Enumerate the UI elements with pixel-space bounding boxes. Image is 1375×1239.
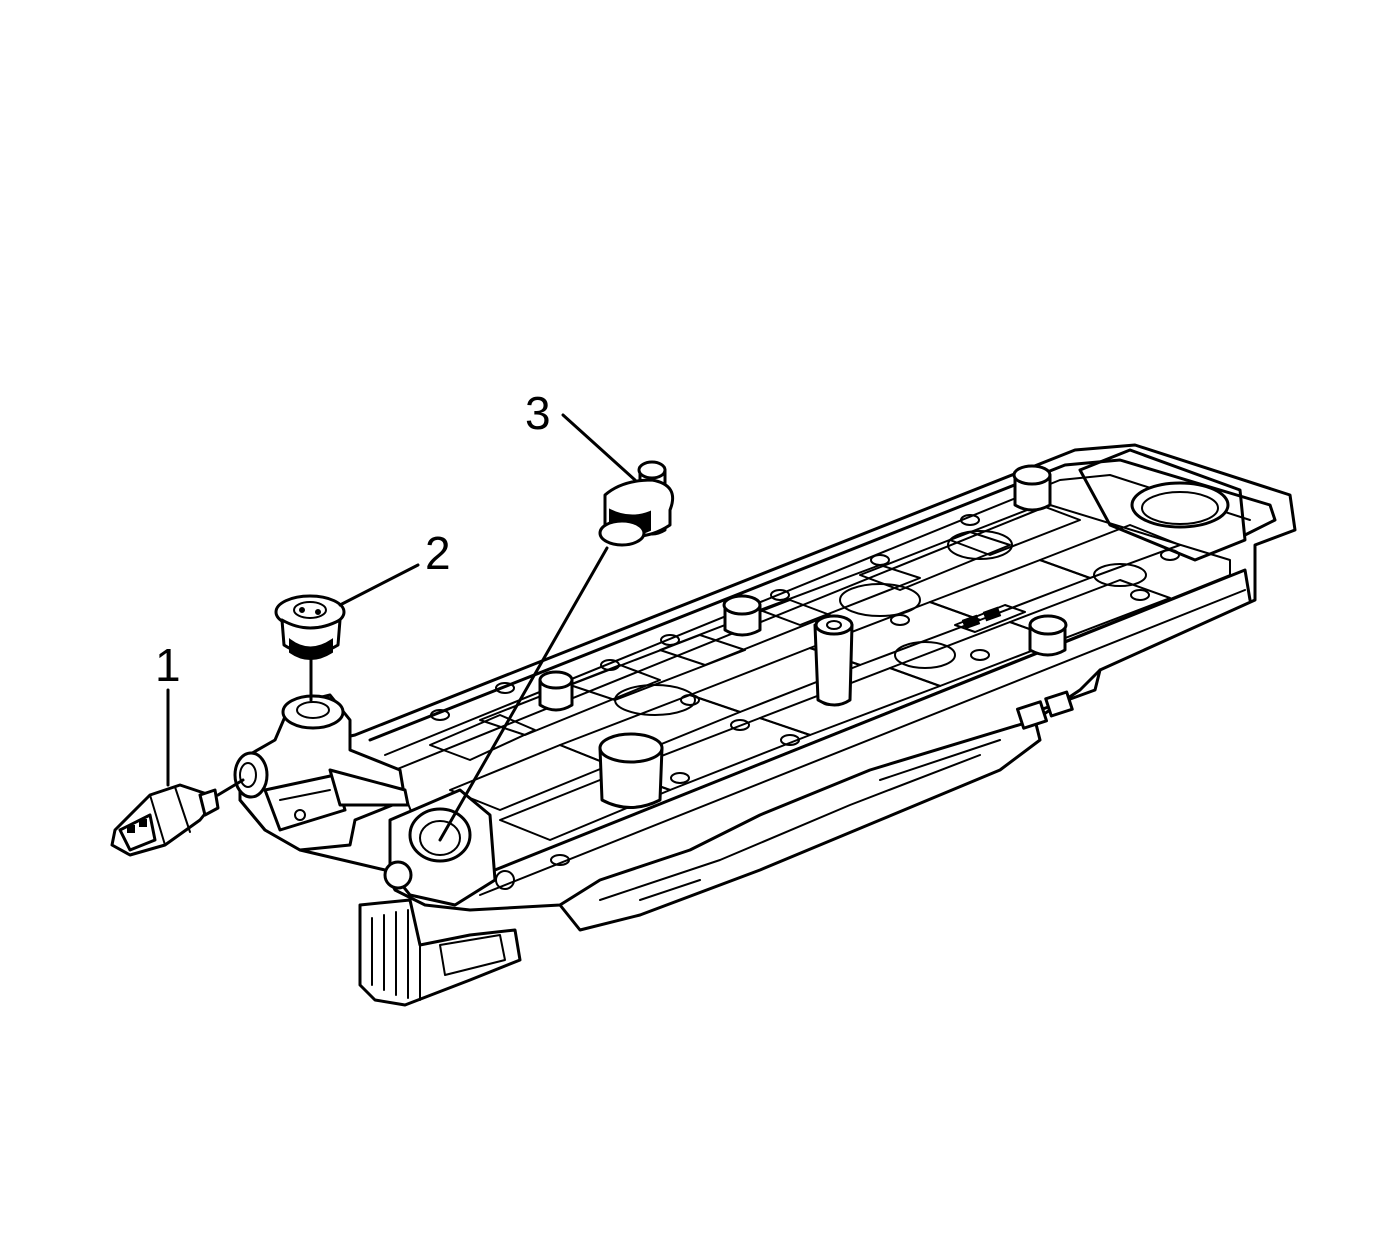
bosses [538, 464, 1068, 809]
part-3-install-line [438, 546, 609, 842]
part-2-plug [274, 594, 346, 660]
callout-2-label: 2 [425, 527, 451, 579]
part-1-pressure-sensor [110, 783, 220, 857]
underside-components [558, 668, 1102, 932]
valve-bore [383, 788, 515, 907]
filter-port [1078, 448, 1247, 562]
callout-3-leader [561, 413, 637, 482]
part-3-valve-plug [598, 460, 675, 547]
callout-1-label: 1 [155, 639, 181, 691]
bolt-holes [430, 489, 1180, 866]
callout-3-label: 3 [525, 387, 551, 439]
callout-2-leader [338, 563, 420, 607]
solenoid-label-block [954, 604, 1026, 633]
oval-pads [614, 530, 1147, 716]
electrical-connector [358, 898, 522, 1007]
sensor-housing [233, 693, 410, 852]
valve-body-plate [233, 443, 1297, 1007]
part-1-install-line [216, 778, 245, 797]
